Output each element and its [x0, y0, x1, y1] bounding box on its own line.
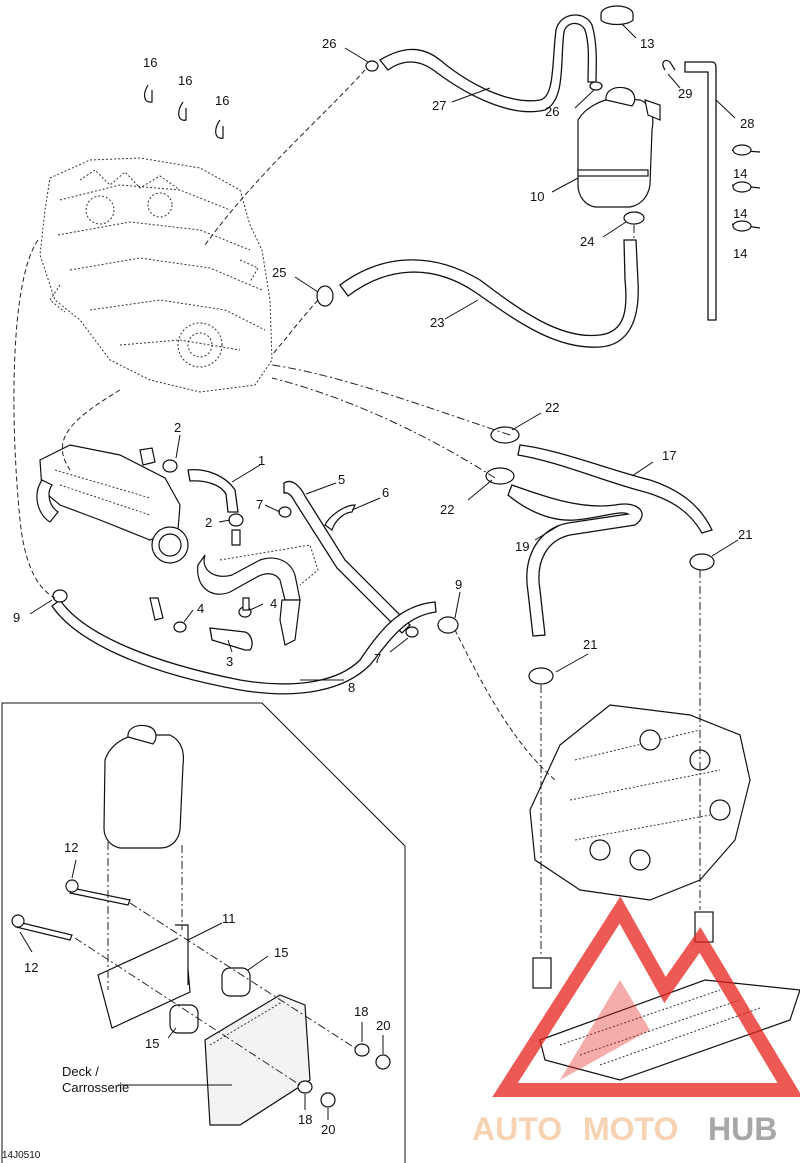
hose-19	[507, 484, 643, 637]
callout-14c: 14	[733, 246, 747, 261]
callout-4b: 4	[270, 596, 277, 611]
callout-15a: 15	[274, 945, 288, 960]
callout-26a: 26	[322, 36, 336, 51]
watermark-auto: AUTO	[472, 1111, 562, 1147]
callout-8: 8	[348, 680, 355, 695]
callout-labels: 16 16 16 26 27 26 13 29 28 10 14 14 14 2…	[13, 36, 754, 1137]
callout-9a: 9	[455, 577, 462, 592]
hose-3	[209, 627, 253, 651]
callout-27: 27	[432, 98, 446, 113]
callout-23: 23	[430, 315, 444, 330]
callout-20a: 20	[376, 1018, 390, 1033]
automotohub-watermark: AUTO MOTO HUB	[472, 896, 800, 1147]
callout-16c: 16	[215, 93, 229, 108]
exhaust-manifold	[36, 444, 189, 564]
flow-line-left2	[61, 389, 121, 471]
callout-26b: 26	[545, 104, 559, 119]
flow-line-17	[271, 364, 511, 436]
callout-22a: 22	[545, 400, 559, 415]
hose-28	[684, 61, 717, 321]
callout-14b: 14	[733, 206, 747, 221]
flow-line-22	[271, 377, 496, 479]
watermark-moto: MOTO	[583, 1111, 678, 1147]
flow-line-26	[204, 69, 366, 246]
flow-line-9	[454, 629, 556, 781]
hose-5	[283, 480, 411, 634]
clamps	[52, 59, 761, 685]
callout-3: 3	[226, 654, 233, 669]
callout-9b: 9	[13, 610, 20, 625]
callout-12b: 12	[24, 960, 38, 975]
callout-19: 19	[515, 539, 529, 554]
callout-11: 11	[222, 911, 236, 926]
callout-16b: 16	[178, 73, 192, 88]
hose-1	[187, 469, 239, 513]
callout-7b: 7	[374, 651, 381, 666]
callout-13: 13	[640, 36, 654, 51]
callout-1: 1	[258, 453, 265, 468]
callout-18a: 18	[354, 1004, 368, 1019]
callout-18b: 18	[298, 1112, 312, 1127]
watermark-hub: HUB	[708, 1111, 777, 1147]
deck-panel	[204, 994, 311, 1126]
engine-housing	[529, 704, 751, 901]
callout-15b: 15	[145, 1036, 159, 1051]
hose-17	[517, 444, 713, 534]
callout-2a: 2	[174, 420, 181, 435]
flow-line-left	[13, 239, 56, 599]
callout-25: 25	[272, 265, 286, 280]
flow-line-25	[271, 299, 319, 356]
hose-27	[379, 14, 597, 113]
nipple-left	[532, 957, 552, 989]
callout-20b: 20	[321, 1122, 335, 1137]
callout-6: 6	[382, 485, 389, 500]
callout-7a: 7	[256, 497, 263, 512]
hose-23	[339, 239, 639, 348]
callout-21a: 21	[738, 527, 752, 542]
callout-29: 29	[678, 86, 692, 101]
hose-8	[51, 599, 437, 695]
callout-22b: 22	[440, 502, 454, 517]
reservoir-cap	[600, 5, 634, 26]
drawing-code: 14J0510	[2, 1150, 41, 1161]
callout-4a: 4	[197, 601, 204, 616]
inset-mounting-detail	[1, 702, 406, 1163]
callout-14a: 14	[733, 166, 747, 181]
callout-16a: 16	[143, 55, 157, 70]
callout-24: 24	[580, 234, 594, 249]
callout-2b: 2	[205, 515, 212, 530]
fittings	[139, 447, 250, 621]
deck-label-line1: Deck /	[62, 1064, 99, 1079]
callout-12a: 12	[64, 840, 78, 855]
deck-label-line2: Carrosserie	[62, 1080, 129, 1095]
callout-10: 10	[530, 189, 544, 204]
callout-5: 5	[338, 472, 345, 487]
callout-21b: 21	[583, 637, 597, 652]
callout-17: 17	[662, 448, 676, 463]
watermark-logo-triangle	[492, 896, 800, 1097]
callout-28: 28	[740, 116, 754, 131]
exhaust-pipe	[197, 544, 319, 646]
leader-lines	[19, 23, 739, 1120]
engine-block	[39, 157, 273, 393]
coolant-reservoir	[577, 86, 661, 208]
